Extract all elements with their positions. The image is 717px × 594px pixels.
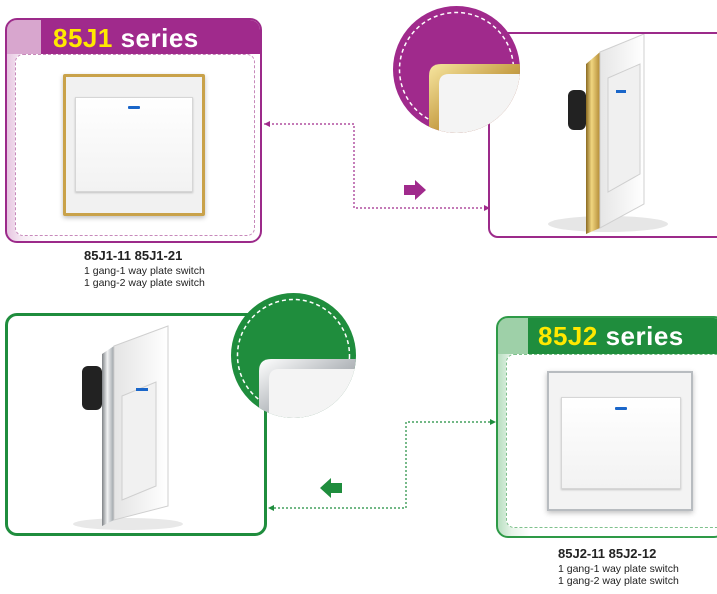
series-85j2-line-1: 1 gang-1 way plate switch xyxy=(558,563,679,575)
gold-frame-detail-circle xyxy=(393,6,520,133)
series-85j1-side-view-panel xyxy=(488,32,717,238)
series-85j2-caption: 85J2-11 85J2-12 1 gang-1 way plate switc… xyxy=(558,546,679,587)
series-85j2-panel: 85J2 series xyxy=(496,316,717,538)
series-85j1-line-2: 1 gang-2 way plate switch xyxy=(84,277,205,289)
switch-85j2-side-view xyxy=(73,325,183,530)
connector-85j1 xyxy=(264,121,490,211)
arrow-left-icon xyxy=(320,478,342,503)
series-85j2-title: 85J2 series xyxy=(538,321,684,352)
series-85j2-line-2: 1 gang-2 way plate switch xyxy=(558,575,679,587)
chrome-frame-detail-circle xyxy=(231,293,356,418)
series-85j1-title: 85J1 series xyxy=(53,23,199,54)
series-85j2-code: 85J2 xyxy=(538,321,598,351)
switch-85j2-front xyxy=(547,371,693,511)
switch-85j2-rocker xyxy=(561,397,681,489)
series-85j1-header: 85J1 series xyxy=(7,20,260,54)
switch-85j1-front xyxy=(63,74,205,216)
series-85j1-caption: 85J1-11 85J1-21 1 gang-1 way plate switc… xyxy=(84,248,205,289)
series-85j1-line-1: 1 gang-1 way plate switch xyxy=(84,265,205,277)
switch-85j1-rocker xyxy=(75,97,193,192)
series-85j1-code: 85J1 xyxy=(53,23,113,53)
series-85j1-panel: 85J1 series xyxy=(5,18,262,243)
series-85j2-header: 85J2 series xyxy=(498,318,717,354)
series-85j1-models: 85J1-11 85J1-21 xyxy=(84,248,183,263)
chrome-frame-zoom xyxy=(236,298,356,418)
series-85j2-word: series xyxy=(605,321,684,351)
indicator-light xyxy=(128,106,140,109)
gold-frame-zoom xyxy=(398,11,520,133)
series-85j2-side-view-panel xyxy=(5,313,267,536)
connector-85j2 xyxy=(268,419,496,511)
switch-85j1-side-view xyxy=(548,34,668,234)
indicator-light xyxy=(615,407,627,410)
series-85j1-photo-frame xyxy=(15,54,255,236)
arrow-right-icon xyxy=(404,180,426,205)
series-85j1-word: series xyxy=(120,23,199,53)
series-85j2-photo-frame xyxy=(506,354,717,528)
series-85j2-models: 85J2-11 85J2-12 xyxy=(558,546,657,561)
